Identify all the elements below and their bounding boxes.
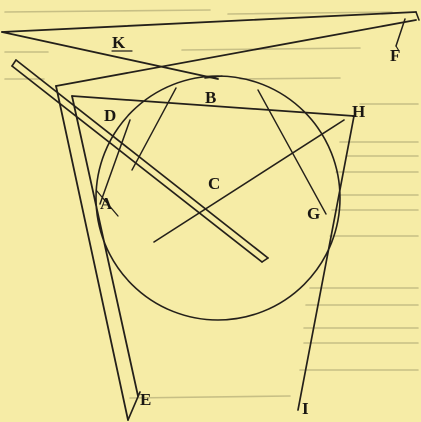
chord-b-right [257, 89, 327, 215]
tangent-line-hi [297, 115, 355, 411]
label-g: G [307, 204, 320, 223]
point-labels: K F D B H C A G E I [100, 33, 400, 418]
chord-left-lower [95, 189, 119, 217]
label-a: A [100, 194, 113, 213]
label-i: I [302, 399, 309, 418]
chord-d-a [99, 119, 131, 205]
show-through-text [4, 9, 419, 399]
label-e: E [140, 390, 151, 409]
label-h: H [352, 102, 365, 121]
label-f: F [390, 46, 400, 65]
diagonal-h-to-left [153, 119, 345, 243]
tangent-line-dh [71, 95, 355, 117]
label-c: C [208, 174, 220, 193]
top-ruler-kf [1, 11, 420, 87]
label-b: B [205, 88, 216, 107]
label-k: K [112, 33, 126, 52]
chord-b-left [131, 87, 177, 171]
diagonal-bar [11, 59, 269, 263]
left-ruler-de [55, 85, 141, 421]
tick-mark-b [204, 75, 223, 79]
label-d: D [104, 106, 116, 125]
